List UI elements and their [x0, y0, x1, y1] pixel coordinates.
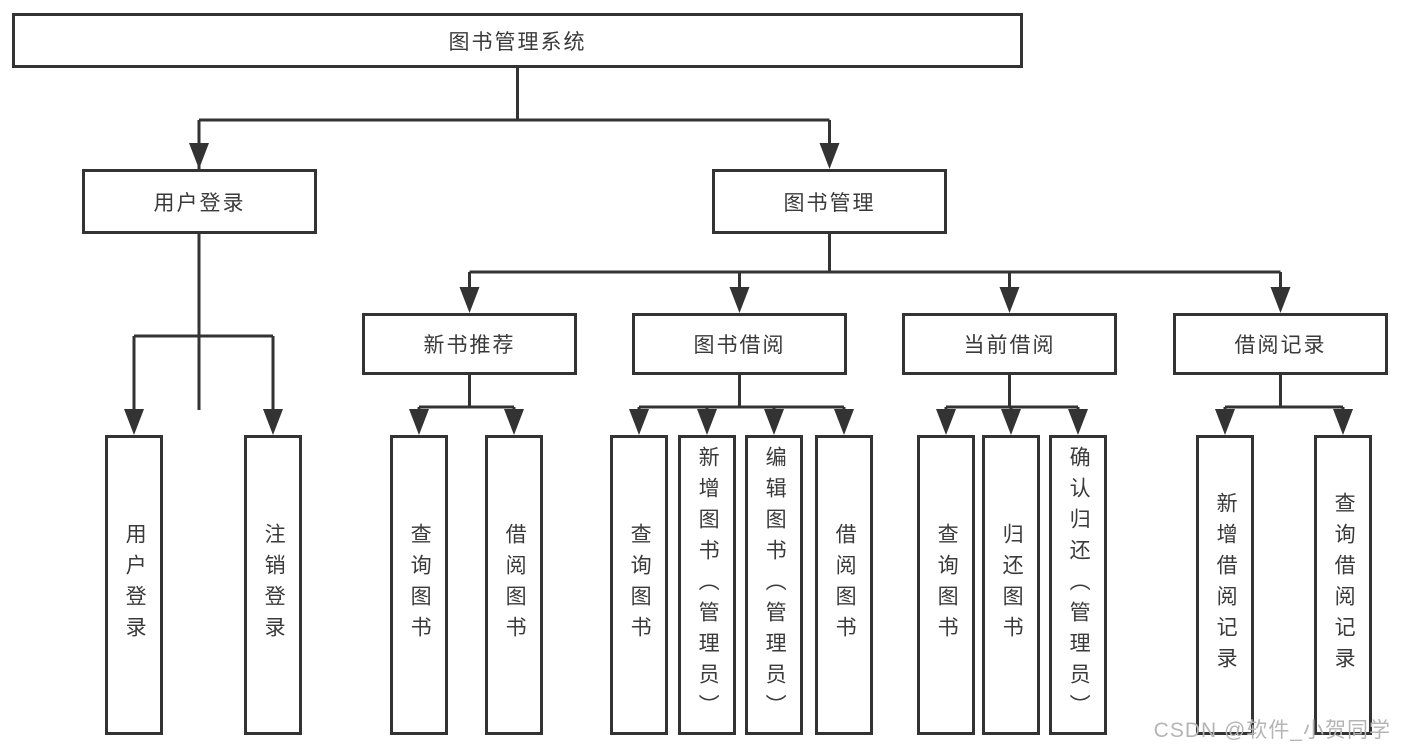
arrowhead	[263, 409, 283, 435]
node-return-books: 归还图书	[982, 435, 1040, 735]
node-label: 查询图书	[935, 523, 959, 647]
node-label: 归还图书	[1000, 523, 1024, 647]
csdn-watermark: CSDN @软件_小贺同学	[1153, 719, 1391, 742]
node-label: 图书借阅	[693, 334, 786, 357]
node-add-borrow-record: 新增借阅记录	[1196, 435, 1254, 735]
arrowhead	[1270, 287, 1291, 313]
node-user-login-leaf: 用户登录	[105, 435, 163, 735]
arrowhead	[819, 143, 840, 169]
node-query-books-current: 查询图书	[917, 435, 975, 735]
node-user-login: 用户登录	[82, 169, 317, 234]
node-label: 借阅记录	[1234, 334, 1327, 357]
arrowhead	[999, 287, 1020, 313]
node-label: 确认归还（管理员）	[1067, 445, 1091, 725]
node-borrow-books-borrowing: 借阅图书	[815, 435, 873, 735]
node-current-borrowing: 当前借阅	[902, 313, 1117, 375]
arrowhead	[504, 409, 524, 435]
arrowhead	[697, 409, 717, 435]
arrowhead	[764, 409, 784, 435]
arrowhead	[629, 409, 649, 435]
node-query-books-recommend: 查询图书	[390, 435, 448, 735]
connector-current-to-leaves	[944, 375, 1080, 412]
node-query-books-borrowing: 查询图书	[610, 435, 668, 735]
node-root-system: 图书管理系统	[12, 13, 1023, 68]
arrowhead	[124, 409, 144, 435]
node-label: 查询图书	[408, 523, 432, 647]
node-edit-book-admin: 编辑图书（管理员）	[745, 435, 803, 735]
arrowhead	[189, 143, 209, 169]
node-label: 新增借阅记录	[1214, 492, 1238, 678]
arrowhead	[459, 287, 480, 313]
arrowhead	[936, 409, 956, 435]
node-add-book-admin: 新增图书（管理员）	[678, 435, 736, 735]
connector-records-to-leaves	[1223, 375, 1345, 412]
node-label: 用户登录	[123, 523, 147, 647]
connector-userlogin-to-leaves	[132, 234, 275, 410]
arrowhead	[729, 287, 750, 313]
node-label: 新增图书（管理员）	[696, 445, 720, 725]
node-borrow-books-recommend: 借阅图书	[485, 435, 543, 735]
node-query-borrow-record: 查询借阅记录	[1314, 435, 1372, 735]
node-label: 借阅图书	[833, 523, 857, 647]
arrowhead	[1215, 409, 1235, 435]
arrowhead	[409, 409, 429, 435]
node-book-management: 图书管理	[712, 169, 947, 234]
node-label: 用户登录	[153, 191, 246, 215]
arrowhead	[1333, 409, 1353, 435]
connector-newbook-to-leaves	[417, 375, 516, 412]
node-label: 查询借阅记录	[1332, 492, 1356, 678]
node-book-borrowing: 图书借阅	[632, 313, 847, 375]
node-label: 借阅图书	[503, 523, 527, 647]
connector-borrowing-to-leaves	[637, 375, 846, 412]
arrowhead	[834, 409, 854, 435]
node-label: 新书推荐	[423, 334, 516, 357]
node-borrow-records: 借阅记录	[1173, 313, 1388, 375]
node-confirm-return-admin: 确认归还（管理员）	[1049, 435, 1107, 735]
connector-bookmgmt-to-level3	[468, 234, 1282, 288]
node-label: 当前借阅	[963, 334, 1056, 357]
node-label: 查询图书	[628, 523, 652, 647]
node-label: 编辑图书（管理员）	[763, 445, 787, 725]
node-logout: 注销登录	[244, 435, 302, 735]
node-label: 图书管理	[783, 191, 876, 215]
node-label: 注销登录	[262, 523, 286, 647]
arrowhead	[1068, 409, 1088, 435]
node-new-book-recommend: 新书推荐	[362, 313, 577, 375]
node-label: 图书管理系统	[448, 30, 587, 54]
arrowhead	[1001, 409, 1021, 435]
